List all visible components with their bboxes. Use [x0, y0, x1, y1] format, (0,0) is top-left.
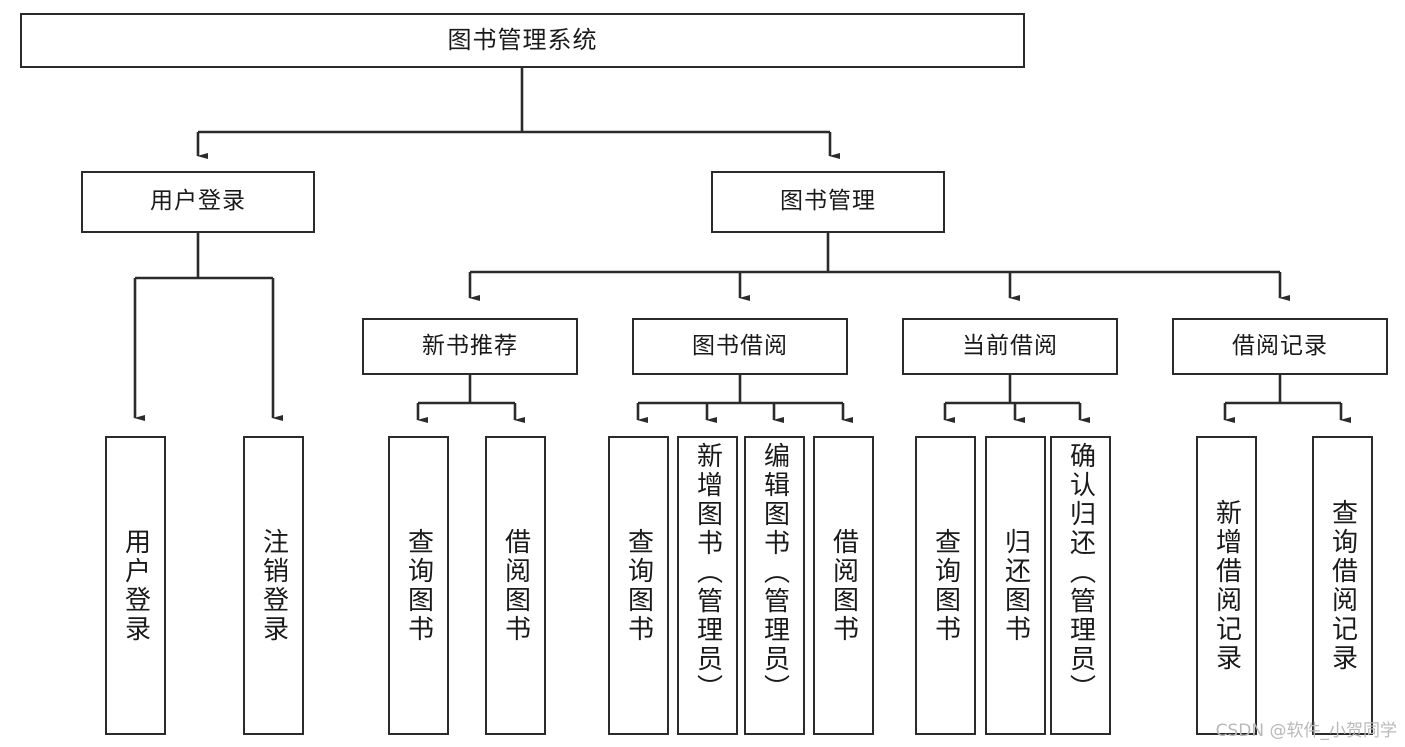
leaf-query-book-2-label: 查询图书 — [623, 527, 654, 644]
leaf-query-book-1-label: 查询图书 — [403, 527, 434, 644]
leaf-confirm-return-label: 确认归还（管理员） — [1065, 442, 1096, 703]
leaf-query-book-3-label: 查询图书 — [930, 527, 961, 644]
node-book-borrow[interactable]: 图书借阅 — [632, 318, 848, 375]
node-new-book-recommend[interactable]: 新书推荐 — [362, 318, 578, 375]
leaf-query-book-1[interactable]: 查询图书 — [388, 436, 449, 735]
node-user-login-label: 用户登录 — [150, 188, 246, 215]
node-user-login[interactable]: 用户登录 — [81, 171, 315, 233]
leaf-edit-book[interactable]: 编辑图书（管理员） — [744, 436, 805, 735]
leaf-logout-label: 注销登录 — [258, 527, 289, 644]
node-borrow-record-label: 借阅记录 — [1232, 332, 1328, 359]
leaf-user-login-label: 用户登录 — [120, 527, 151, 644]
leaf-edit-book-label: 编辑图书（管理员） — [759, 442, 790, 703]
leaf-user-login[interactable]: 用户登录 — [105, 436, 166, 735]
leaf-add-book[interactable]: 新增图书（管理员） — [677, 436, 738, 735]
leaf-query-book-2[interactable]: 查询图书 — [608, 436, 669, 735]
watermark: CSDN @软件_小贺同学 — [1215, 721, 1397, 741]
node-new-book-recommend-label: 新书推荐 — [422, 332, 518, 359]
node-book-borrow-label: 图书借阅 — [692, 332, 788, 359]
leaf-add-book-label: 新增图书（管理员） — [692, 442, 723, 703]
leaf-query-record[interactable]: 查询借阅记录 — [1312, 436, 1373, 735]
leaf-borrow-book-2[interactable]: 借阅图书 — [813, 436, 874, 735]
leaf-confirm-return[interactable]: 确认归还（管理员） — [1050, 436, 1111, 735]
leaf-borrow-book-1[interactable]: 借阅图书 — [485, 436, 546, 735]
node-root[interactable]: 图书管理系统 — [20, 13, 1025, 68]
node-book-manage[interactable]: 图书管理 — [711, 171, 945, 233]
leaf-return-book[interactable]: 归还图书 — [985, 436, 1046, 735]
leaf-borrow-book-2-label: 借阅图书 — [828, 527, 859, 644]
leaf-add-record[interactable]: 新增借阅记录 — [1196, 436, 1257, 735]
leaf-borrow-book-1-label: 借阅图书 — [500, 527, 531, 644]
leaf-return-book-label: 归还图书 — [1000, 527, 1031, 644]
node-root-label: 图书管理系统 — [447, 26, 598, 55]
node-current-borrow-label: 当前借阅 — [962, 332, 1058, 359]
node-current-borrow[interactable]: 当前借阅 — [902, 318, 1118, 375]
node-book-manage-label: 图书管理 — [780, 188, 876, 215]
leaf-query-book-3[interactable]: 查询图书 — [915, 436, 976, 735]
leaf-add-record-label: 新增借阅记录 — [1211, 498, 1242, 673]
leaf-logout[interactable]: 注销登录 — [243, 436, 304, 735]
leaf-query-record-label: 查询借阅记录 — [1327, 498, 1358, 673]
node-borrow-record[interactable]: 借阅记录 — [1172, 318, 1388, 375]
